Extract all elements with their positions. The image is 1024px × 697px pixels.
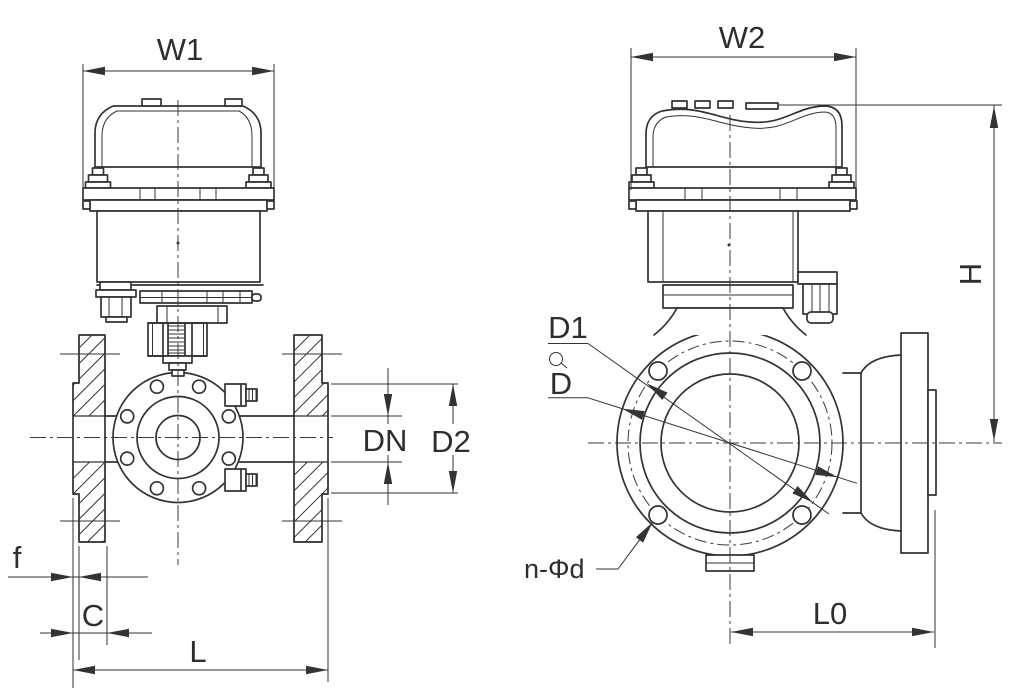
actuator-base-plate [662, 284, 794, 309]
canopy-tab [141, 98, 162, 107]
front-pipe-necks [104, 415, 295, 463]
actuator-base-band [635, 199, 851, 212]
label-w1: W1 [157, 32, 204, 67]
label-l0: L0 [813, 596, 847, 631]
bracket-pin [251, 293, 262, 302]
dimension-f: f [8, 498, 148, 688]
label-w2: W2 [719, 20, 766, 55]
dimension-d1: D1 [548, 310, 830, 515]
actuator-canopy [645, 105, 843, 187]
cable-gland [95, 281, 137, 323]
side-actuator [628, 100, 858, 336]
actuator-housing [647, 210, 799, 283]
label-c: C [82, 598, 104, 633]
label-d1: D1 [548, 310, 588, 345]
actuator-button [671, 100, 688, 109]
label-h: H [953, 263, 988, 285]
stem-spring [167, 322, 186, 357]
dimension-w2: W2 [630, 20, 857, 190]
label-d: D [550, 366, 572, 401]
actuator-button [694, 100, 711, 109]
body-bolt-holes [119, 379, 237, 496]
label-f: f [13, 540, 22, 575]
canopy-tab [224, 98, 243, 107]
dimension-d: D [548, 366, 858, 484]
dimension-h: H [778, 104, 1002, 442]
label-n-phi-d: n-Φd [524, 554, 585, 584]
flange-bolt-left [628, 167, 655, 189]
dimension-d2: D2 [331, 383, 471, 494]
front-view: W1 f C L DN [8, 32, 471, 688]
actuator-plate [745, 102, 779, 110]
front-centerlines [30, 100, 333, 565]
body-studs [224, 383, 258, 492]
label-d2: D2 [431, 424, 471, 459]
side-centerlines [588, 115, 1002, 648]
dimension-w1: W1 [82, 32, 275, 190]
dimension-l: L [73, 498, 329, 682]
side-view: D1 D n-Φd W2 H [524, 20, 1002, 648]
callout-circle-mark [549, 352, 563, 366]
label-dn: DN [363, 423, 408, 458]
front-right-flange [282, 334, 342, 543]
actuator-button [717, 100, 734, 109]
dimension-l0: L0 [731, 510, 936, 648]
dimension-n-phi-d: n-Φd [524, 521, 654, 584]
actuator-flange-band [628, 187, 857, 201]
flange-bolt-holes [648, 361, 812, 525]
label-l: L [189, 634, 206, 669]
front-left-flange [60, 334, 120, 543]
dimension-c: C [40, 546, 152, 645]
dimension-dn: DN [331, 368, 407, 505]
cable-gland [797, 271, 838, 324]
mounting-bracket [139, 290, 262, 357]
